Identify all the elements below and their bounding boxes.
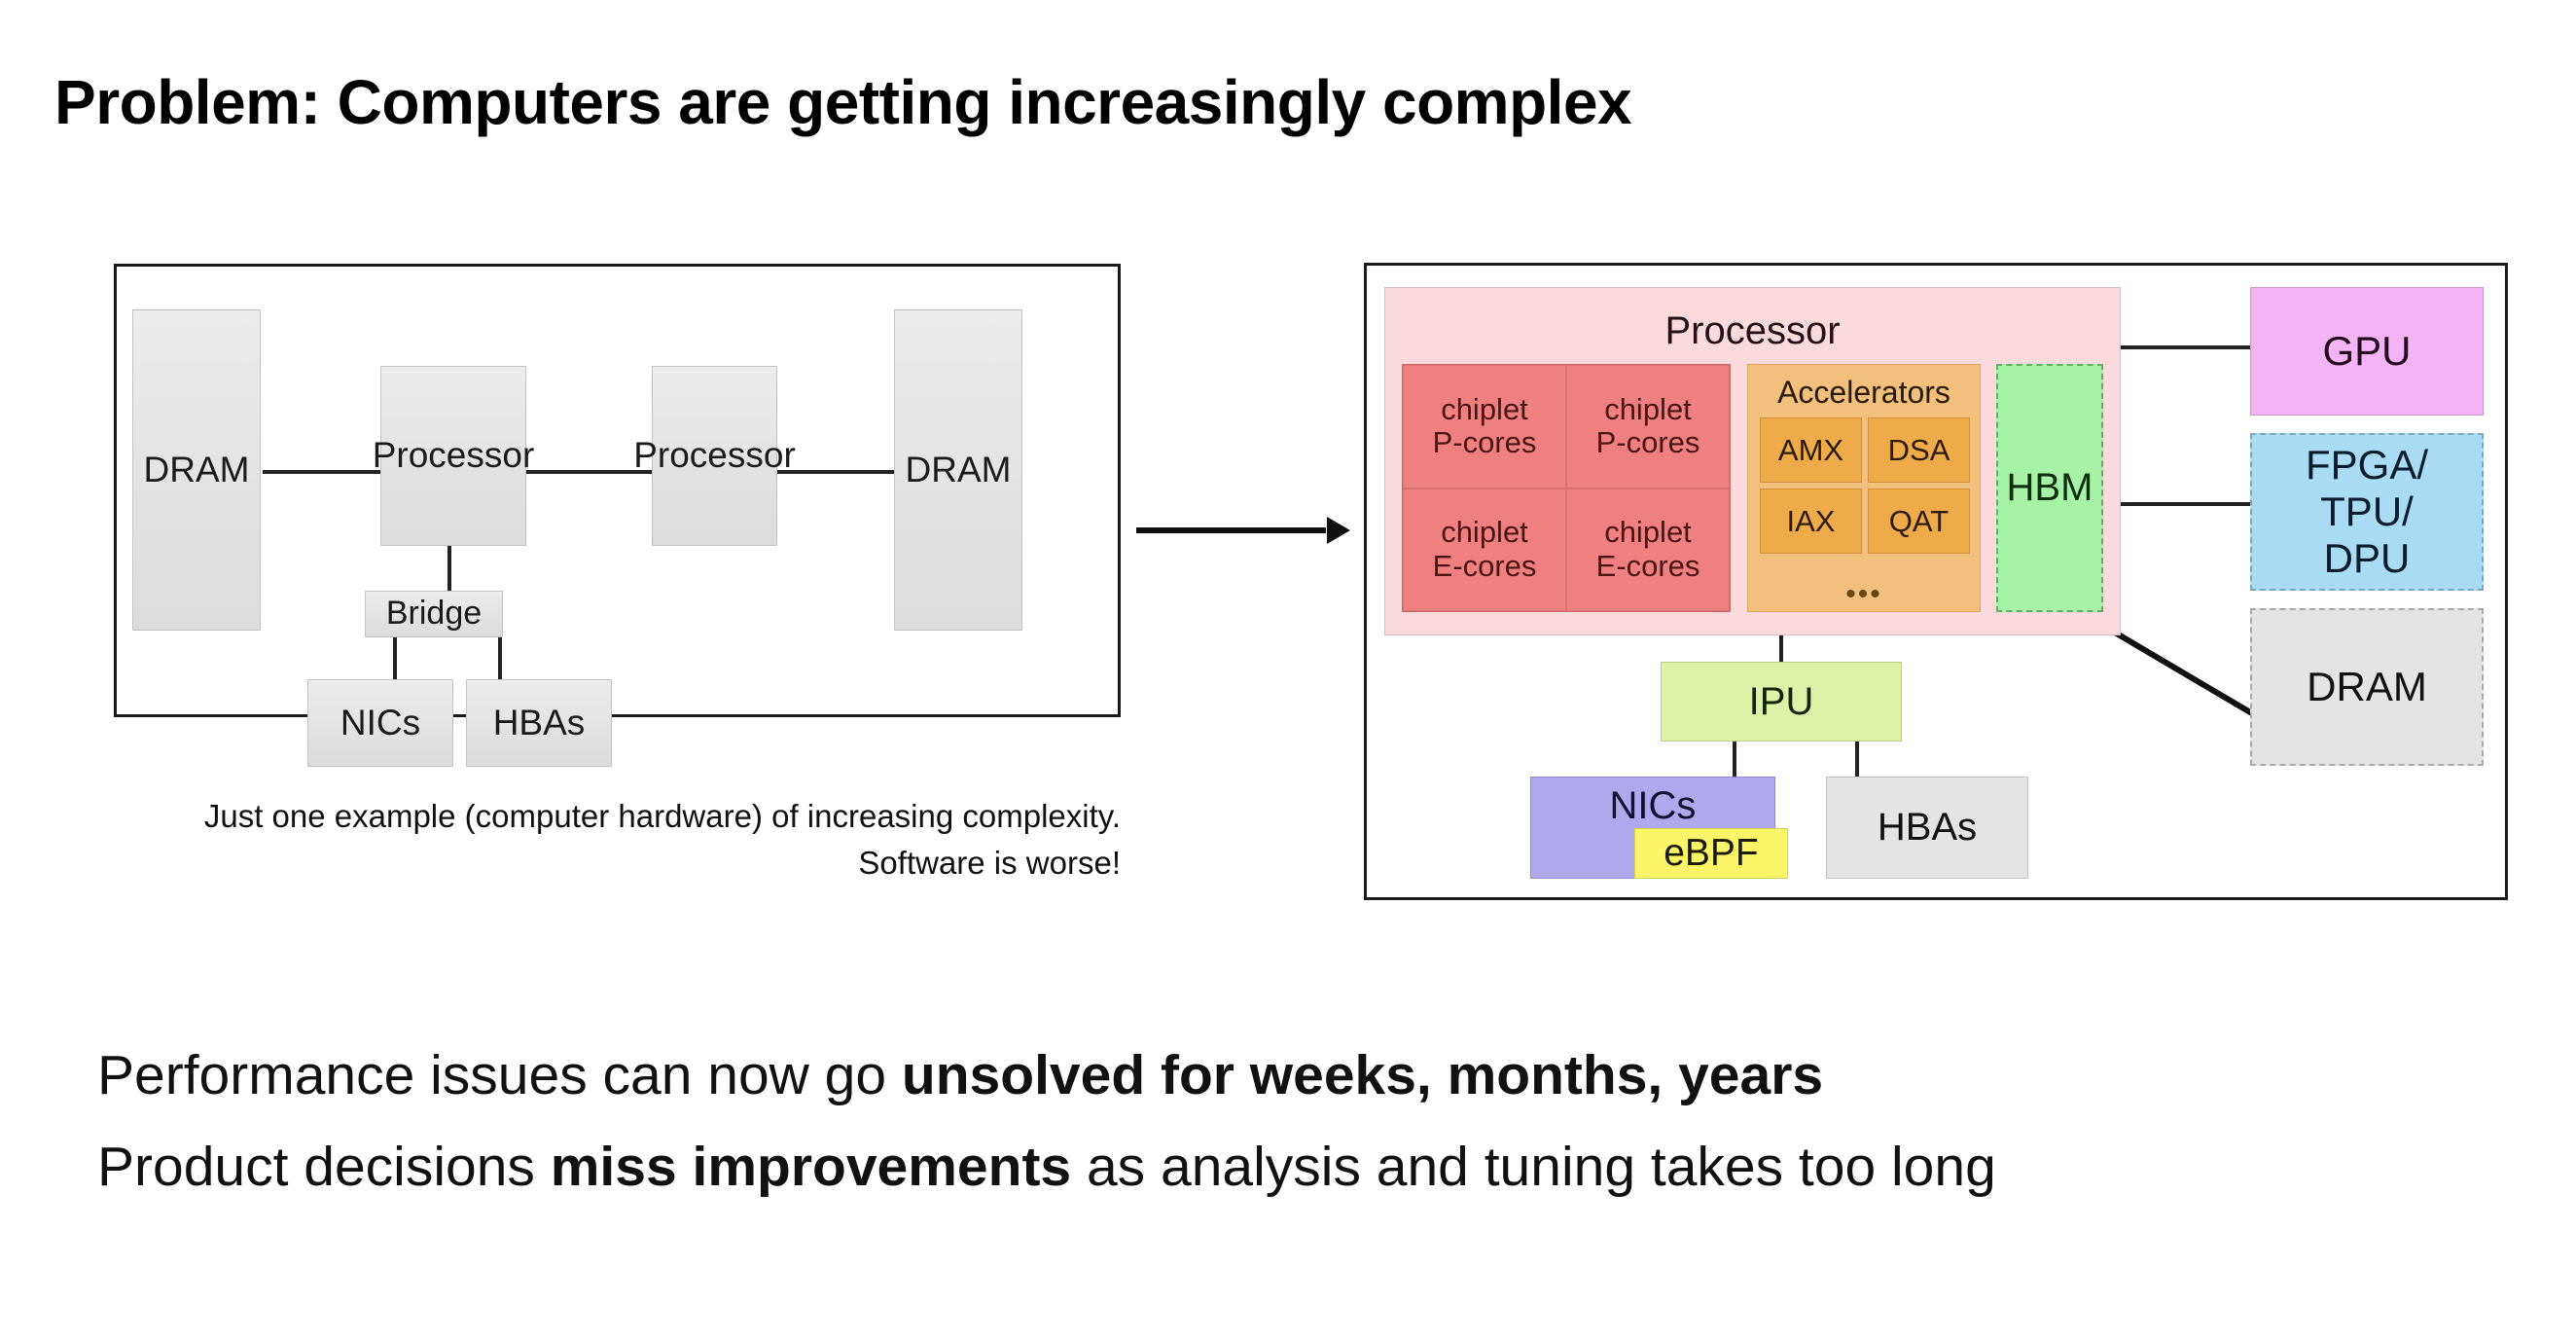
- bottom-line-2-normal-1: Product decisions: [97, 1136, 551, 1198]
- bottom-text-line-1: Performance issues can now go unsolved f…: [97, 1043, 2529, 1107]
- accelerator-iax: IAX: [1760, 489, 1862, 554]
- box-hbas: HBAs: [466, 679, 612, 767]
- wire-processor-1-to-bridge: [447, 544, 451, 596]
- nics-label: NICs: [1609, 784, 1697, 827]
- caption-line-2: Software is worse!: [858, 844, 1121, 881]
- wire-ipu-to-hbas: [1855, 741, 1859, 779]
- ebpf-label: eBPF: [1664, 832, 1759, 874]
- box-label: DRAM: [905, 449, 1012, 489]
- processor-label: Processor: [1664, 309, 1841, 352]
- bottom-text-line-2: Product decisions miss improvements as a…: [97, 1135, 2529, 1199]
- chiplet-line-1: chiplet: [1604, 391, 1692, 426]
- bottom-line-2-bold: miss improvements: [550, 1136, 1072, 1198]
- box-processor-1: Processor: [373, 366, 534, 546]
- accelerators-label: Accelerators: [1777, 375, 1950, 410]
- accelerator-amx: AMX: [1760, 417, 1862, 483]
- box-bridge: Bridge: [365, 591, 503, 637]
- wire-ipu-to-nics: [1733, 741, 1736, 779]
- box-label: Processor: [372, 435, 535, 476]
- accelerators-ellipsis: •••: [1845, 578, 1882, 610]
- dram-peripheral-block: DRAM: [2250, 608, 2484, 766]
- ipu-block: IPU: [1661, 662, 1902, 742]
- chiplet-p-cores-1: chiplet P-cores: [1403, 365, 1566, 489]
- dram-label: DRAM: [2307, 664, 2427, 709]
- chiplet-line-2: P-cores: [1432, 425, 1537, 460]
- wire-processor-to-fpga: [2121, 502, 2251, 506]
- accelerators-block: Accelerators AMX DSA IAX QAT •••: [1747, 364, 1981, 612]
- fpga-line-2: TPU/: [2320, 489, 2414, 535]
- wire-processor-to-gpu: [2121, 345, 2251, 349]
- hbas-block: HBAs: [1826, 777, 2028, 879]
- chiplet-grid: chiplet P-cores chiplet P-cores chiplet …: [1402, 364, 1731, 612]
- chiplet-e-cores-1: chiplet E-cores: [1403, 488, 1566, 611]
- simple-architecture-diagram: DRAM Processor Processor DRAM Bridge NIC…: [114, 264, 1121, 767]
- chiplet-p-cores-2: chiplet P-cores: [1566, 365, 1730, 489]
- bottom-line-2-normal-2: as analysis and tuning takes too long: [1071, 1136, 1996, 1198]
- wire-processor-to-dram: [2108, 627, 2264, 722]
- hbm-block: HBM: [1996, 364, 2103, 612]
- chiplet-line-1: chiplet: [1604, 515, 1692, 550]
- box-processor-2: Processor: [633, 366, 796, 546]
- nics-block: NICs eBPF: [1530, 777, 1788, 879]
- complex-architecture-diagram: Processor chiplet P-cores chiplet P-core…: [1364, 263, 2508, 900]
- bottom-line-1-normal-1: Performance issues can now go: [97, 1044, 902, 1106]
- right-arrow-icon: [1136, 517, 1350, 544]
- chiplet-line-1: chiplet: [1441, 515, 1528, 550]
- gpu-block: GPU: [2250, 287, 2484, 416]
- chiplet-line-2: P-cores: [1595, 425, 1700, 460]
- gpu-label: GPU: [2322, 328, 2412, 374]
- fpga-line-1: FPGA/: [2305, 442, 2429, 489]
- hbas-label: HBAs: [1877, 806, 1978, 849]
- wire-processor-2-to-dram-right: [771, 470, 898, 474]
- chiplet-line-2: E-cores: [1432, 548, 1537, 583]
- ebpf-block: eBPF: [1634, 828, 1788, 879]
- box-label: NICs: [340, 702, 421, 742]
- chiplet-line-2: E-cores: [1595, 548, 1700, 583]
- caption-line-1: Just one example (computer hardware) of …: [203, 798, 1121, 834]
- chiplet-e-cores-2: chiplet E-cores: [1566, 488, 1730, 611]
- wire-processor-1-to-processor-2: [523, 470, 655, 474]
- wire-accelerators-to-ipu: [1779, 635, 1783, 663]
- fpga-line-3: DPU: [2323, 534, 2411, 581]
- accelerators-grid: AMX DSA IAX QAT: [1760, 417, 1970, 554]
- accelerator-qat: QAT: [1868, 489, 1970, 554]
- box-nics: NICs: [307, 679, 453, 767]
- chiplet-line-1: chiplet: [1441, 391, 1528, 426]
- box-label: HBAs: [492, 702, 586, 742]
- bottom-line-1-bold: unsolved for weeks, months, years: [901, 1044, 1824, 1106]
- hbm-label: HBM: [2006, 466, 2093, 509]
- ipu-label: IPU: [1748, 679, 1814, 723]
- box-label: Bridge: [385, 595, 483, 633]
- processor-block: Processor chiplet P-cores chiplet P-core…: [1384, 287, 2121, 635]
- fpga-tpu-dpu-block: FPGA/ TPU/ DPU: [2250, 433, 2484, 591]
- wire-dram-left-to-processor-1: [263, 470, 384, 474]
- wire-bridge-to-hbas: [498, 632, 502, 682]
- left-diagram-caption: Just one example (computer hardware) of …: [114, 793, 1121, 887]
- accelerator-dsa: DSA: [1868, 417, 1970, 483]
- box-dram-left: DRAM: [132, 309, 261, 631]
- wire-bridge-to-nics: [393, 632, 397, 682]
- box-label: Processor: [633, 435, 796, 476]
- box-dram-right: DRAM: [894, 309, 1022, 631]
- box-label: DRAM: [143, 449, 250, 489]
- page-title: Problem: Computers are getting increasin…: [54, 67, 1632, 137]
